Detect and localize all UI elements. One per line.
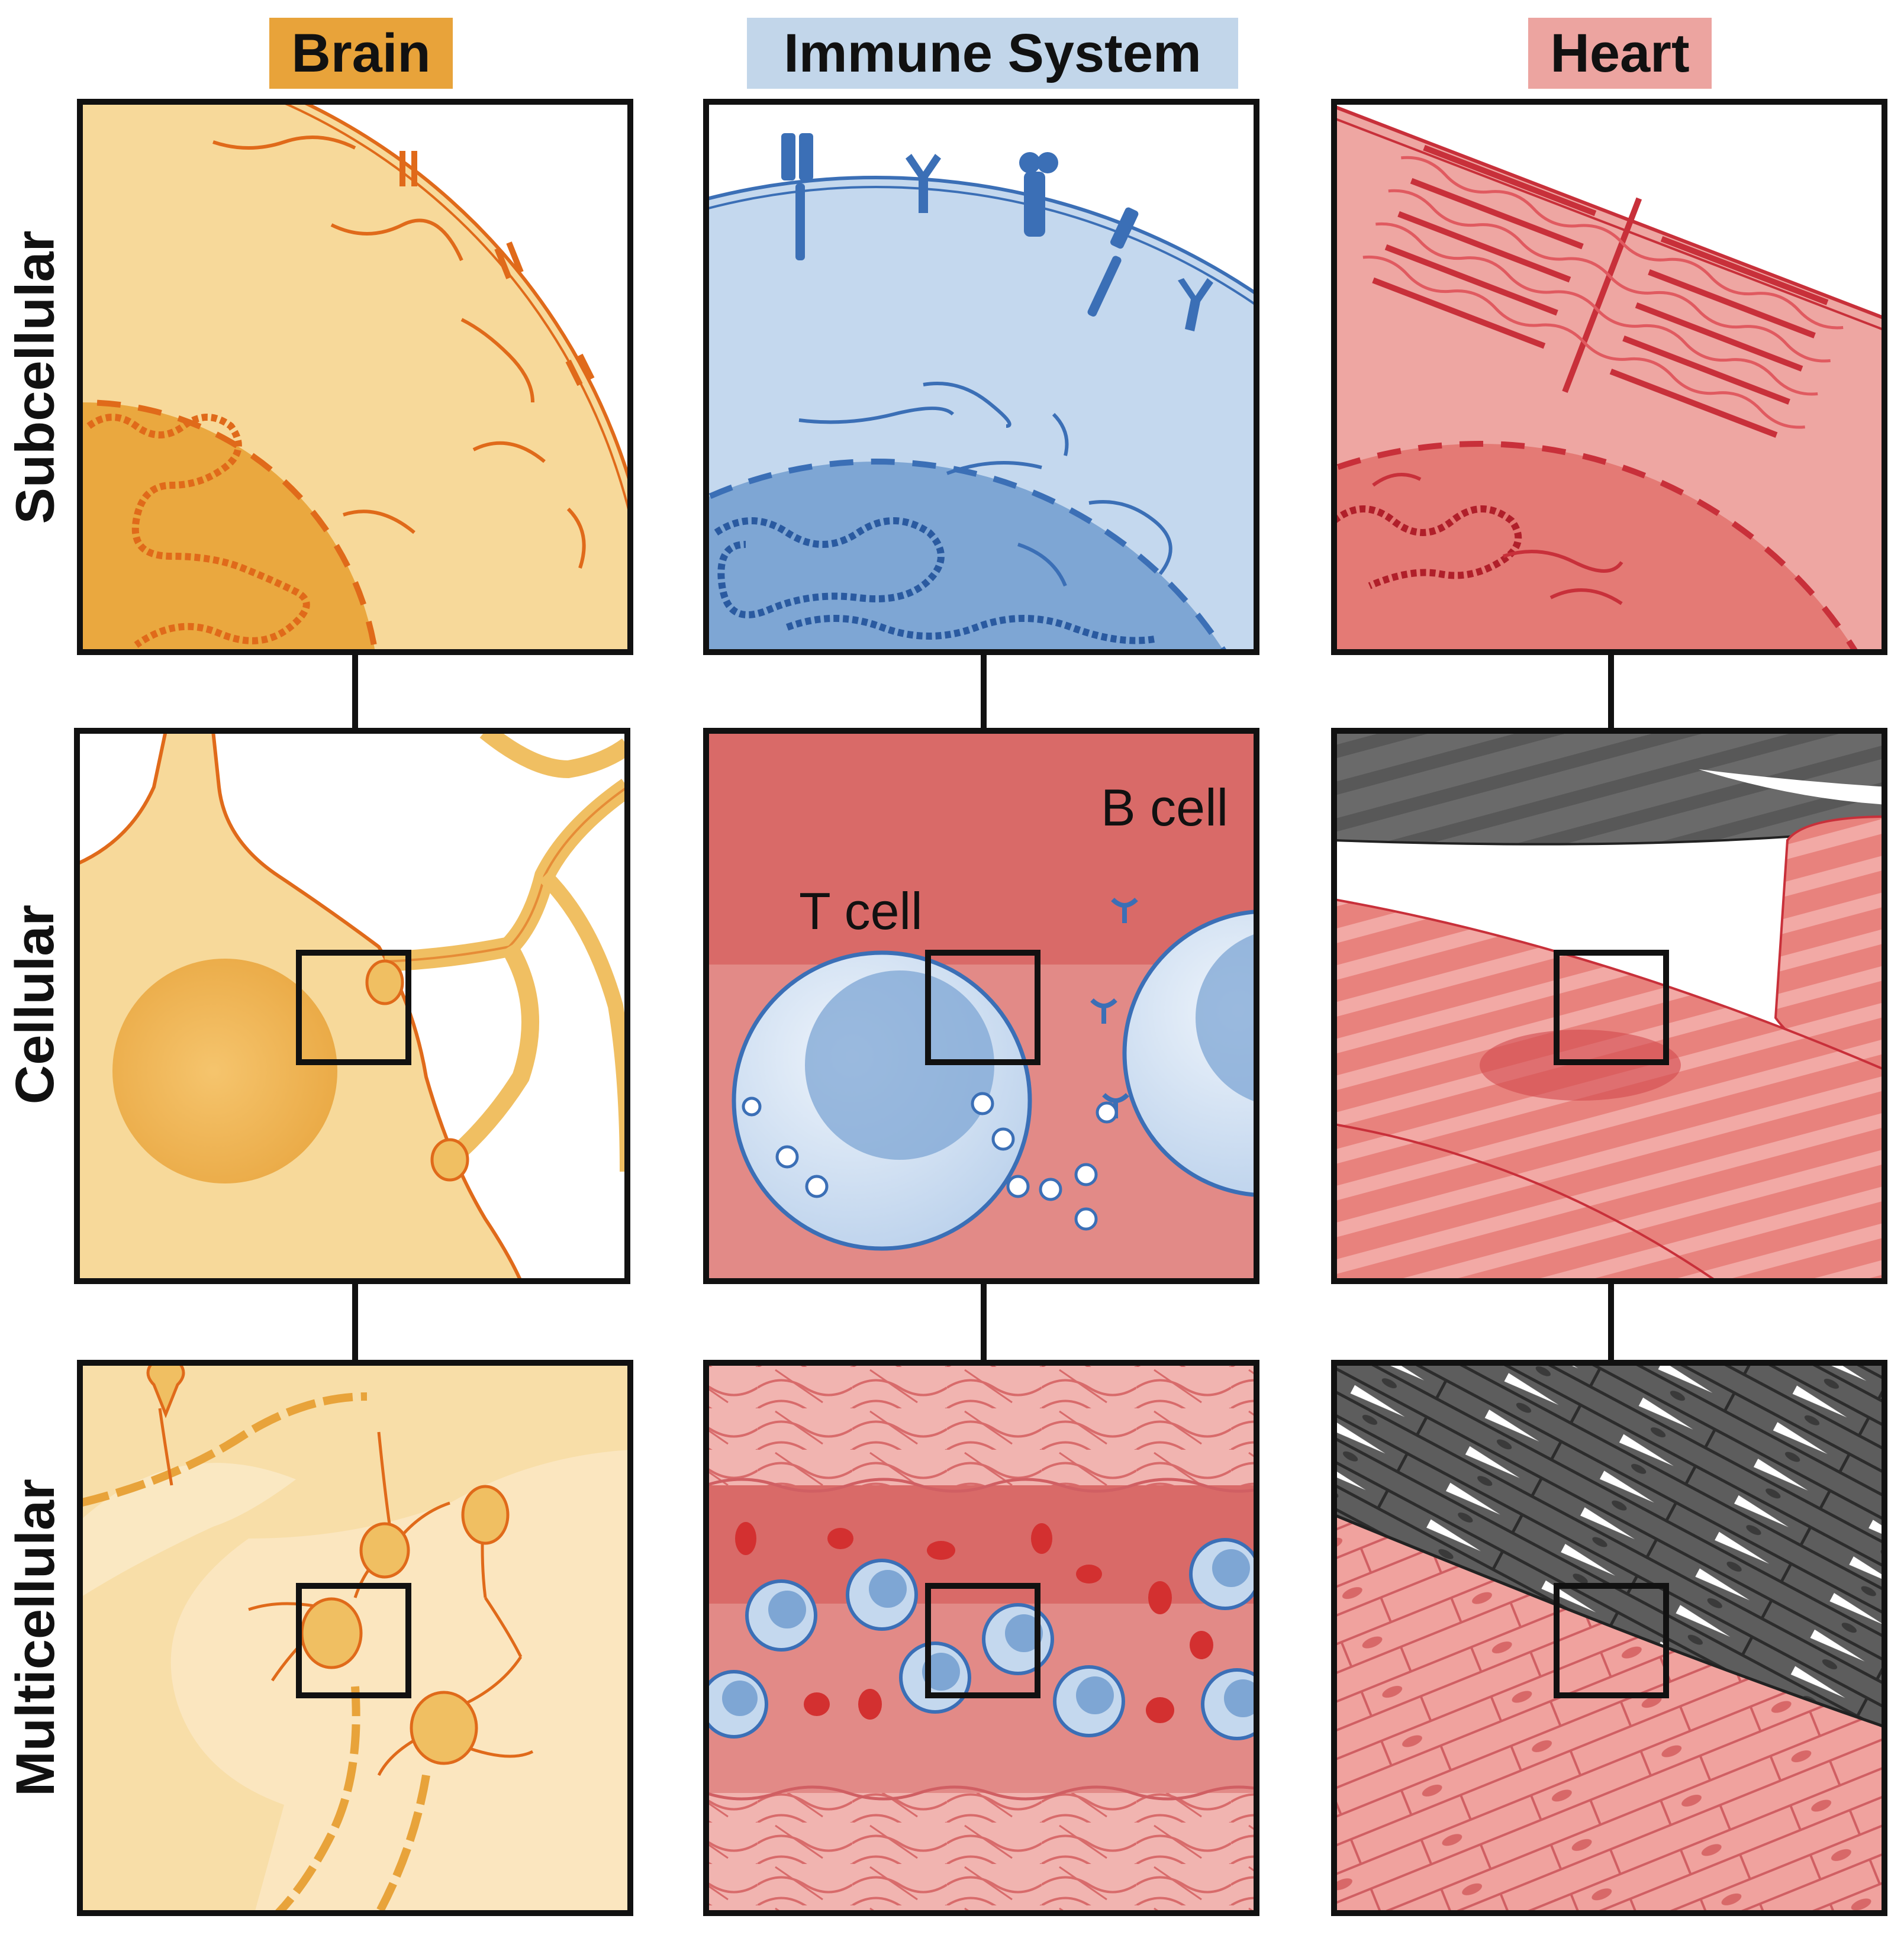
panel-brain-subcellular	[80, 102, 630, 652]
column-title-heart: Heart	[1528, 18, 1712, 89]
t-cell	[732, 950, 1098, 1251]
panel-immune-subcellular	[706, 102, 1257, 652]
column-title-brain: Brain	[269, 18, 453, 89]
panel-frames	[74, 99, 1887, 1916]
zoom-boxes	[296, 950, 1669, 1698]
b-cell	[1090, 898, 1257, 1197]
panel-brain-multicellular	[80, 1363, 630, 1913]
b-cell-label: B cell	[1101, 778, 1228, 837]
panel-heart-multicellular	[1334, 1363, 1884, 1913]
t-cell-label: T cell	[799, 882, 923, 940]
column-title-immune-system: Immune System	[747, 18, 1238, 89]
panel-immune-cellular: T cell B cell	[706, 731, 1257, 1281]
panel-immune-multicellular	[706, 1363, 1257, 1913]
panel-heart-subcellular	[1334, 102, 1884, 652]
panel-heart-cellular	[1334, 731, 1884, 1281]
